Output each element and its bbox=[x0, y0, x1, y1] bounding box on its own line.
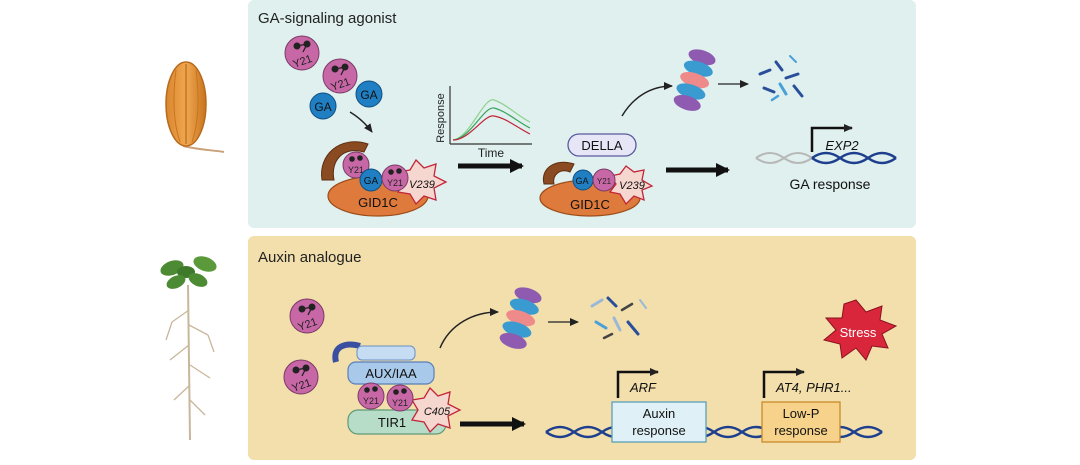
svg-text:V239: V239 bbox=[619, 180, 645, 192]
stress-burst-icon: Stress bbox=[822, 299, 898, 361]
svg-text:Y21: Y21 bbox=[597, 177, 612, 186]
c405-residue: C405 bbox=[410, 386, 462, 434]
y21-compound: Y21 bbox=[284, 35, 320, 71]
della-protein: DELLA bbox=[567, 133, 637, 157]
dna-helix bbox=[755, 151, 897, 165]
svg-text:Y21: Y21 bbox=[387, 178, 403, 188]
ga-molecule: GA bbox=[355, 80, 383, 108]
svg-text:GA: GA bbox=[314, 100, 331, 114]
svg-text:Y21: Y21 bbox=[348, 165, 364, 175]
plot-xlabel: Time bbox=[478, 146, 505, 160]
svg-text:Auxin: Auxin bbox=[643, 406, 676, 421]
seedling-icon bbox=[160, 256, 217, 441]
binding-arrow bbox=[349, 111, 373, 133]
degradation-arrow bbox=[621, 82, 673, 117]
transcription-arrow bbox=[762, 368, 805, 398]
y21-compound: Y21 bbox=[283, 359, 319, 395]
at4-phr1-gene-label: AT4, PHR1... bbox=[775, 380, 852, 395]
svg-text:AUX/IAA: AUX/IAA bbox=[365, 366, 417, 381]
top-panel-title: GA-signaling agonist bbox=[258, 10, 397, 27]
y21-compound-bound: Y21 bbox=[386, 384, 414, 412]
svg-text:C405: C405 bbox=[424, 406, 451, 418]
y21-compound-bound: Y21 bbox=[357, 382, 385, 410]
svg-text:V239: V239 bbox=[409, 179, 435, 191]
proteasome-icon bbox=[673, 49, 716, 111]
transcription-arrow bbox=[810, 124, 853, 152]
degraded-fragments-icon bbox=[758, 55, 804, 102]
response-plot: Response Time bbox=[435, 86, 532, 160]
svg-text:DELLA: DELLA bbox=[581, 138, 623, 153]
exp2-gene-label: EXP2 bbox=[825, 138, 859, 153]
rice-seed-icon bbox=[165, 61, 225, 153]
plot-ylabel: Response bbox=[435, 93, 447, 143]
svg-text:response: response bbox=[774, 423, 827, 438]
svg-text:GID1C: GID1C bbox=[570, 197, 610, 212]
ga-molecule-bound: GA bbox=[359, 168, 383, 192]
degraded-fragments-icon bbox=[590, 296, 647, 340]
svg-text:TIR1: TIR1 bbox=[378, 415, 406, 430]
y21-compound: Y21 bbox=[322, 58, 358, 94]
arf-gene-label: ARF bbox=[629, 380, 657, 395]
low-p-response-box: Low-P response bbox=[761, 401, 841, 443]
stress-label: Stress bbox=[840, 325, 877, 340]
auxin-response-box: Auxin response bbox=[611, 401, 707, 443]
bottom-panel-title: Auxin analogue bbox=[258, 249, 361, 266]
svg-text:Y21: Y21 bbox=[363, 396, 379, 406]
y21-compound-bound: Y21 bbox=[342, 151, 370, 179]
degradation-arrow bbox=[439, 308, 499, 349]
gid1c-della-complex: GID1C V239 GA Y21 bbox=[539, 161, 654, 217]
y21-compound-bound: Y21 bbox=[381, 164, 409, 192]
y21-compound: Y21 bbox=[289, 298, 325, 334]
proteasome-icon bbox=[499, 287, 542, 349]
ga-response-label: GA response bbox=[790, 176, 871, 192]
svg-text:GA: GA bbox=[575, 176, 588, 186]
svg-text:Y21: Y21 bbox=[392, 398, 408, 408]
svg-text:GA: GA bbox=[364, 176, 379, 187]
svg-text:Low-P: Low-P bbox=[783, 406, 820, 421]
aux-iaa-protein: AUX/IAA bbox=[332, 341, 435, 385]
transcription-arrow bbox=[616, 368, 659, 398]
gid1c-label: GID1C bbox=[358, 195, 398, 210]
svg-text:GA: GA bbox=[360, 88, 377, 102]
ga-molecule: GA bbox=[309, 92, 337, 120]
svg-text:response: response bbox=[632, 423, 685, 438]
